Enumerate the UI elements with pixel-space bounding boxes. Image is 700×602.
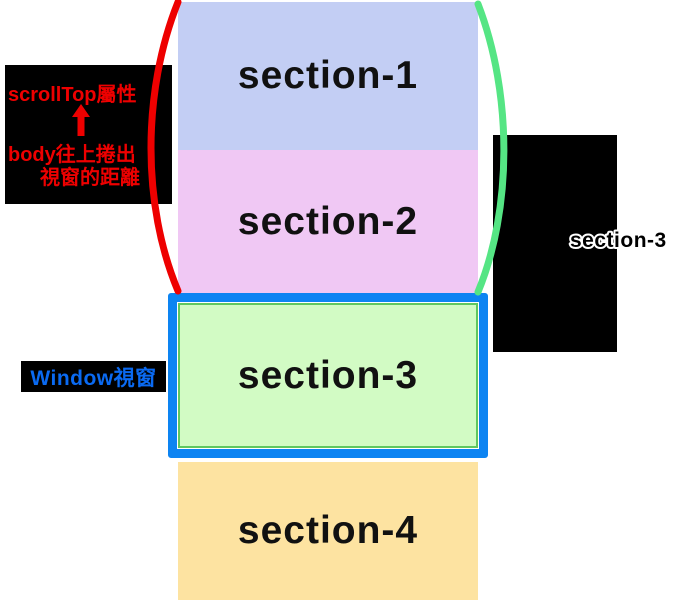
scrolltop-note-line1: scrollTop屬性 — [8, 84, 137, 106]
up-arrow-icon — [63, 103, 99, 137]
section-2-box: section-2 — [178, 150, 478, 293]
window-label-text: Window視窗 — [30, 366, 157, 390]
window-label-box: Window視窗 — [21, 361, 166, 392]
section-1-box: section-1 — [178, 2, 478, 150]
scrolltop-note-line2: body往上捲出 — [8, 144, 136, 166]
scrolltop-note-line3: 視窗的距離 — [40, 167, 140, 189]
section3-callout-box — [493, 135, 617, 352]
section-3-label: section-3 — [237, 353, 419, 397]
window-viewport-frame — [168, 293, 488, 458]
section-2-label: section-2 — [237, 199, 419, 243]
section-3-box: section-3 — [178, 303, 478, 448]
scrolltop-note-box: scrollTop屬性 body往上捲出 視窗的距離 — [5, 65, 172, 204]
section-4-label: section-4 — [237, 509, 419, 552]
section-1-label: section-1 — [237, 54, 419, 97]
section-4-box: section-4 — [178, 462, 478, 600]
